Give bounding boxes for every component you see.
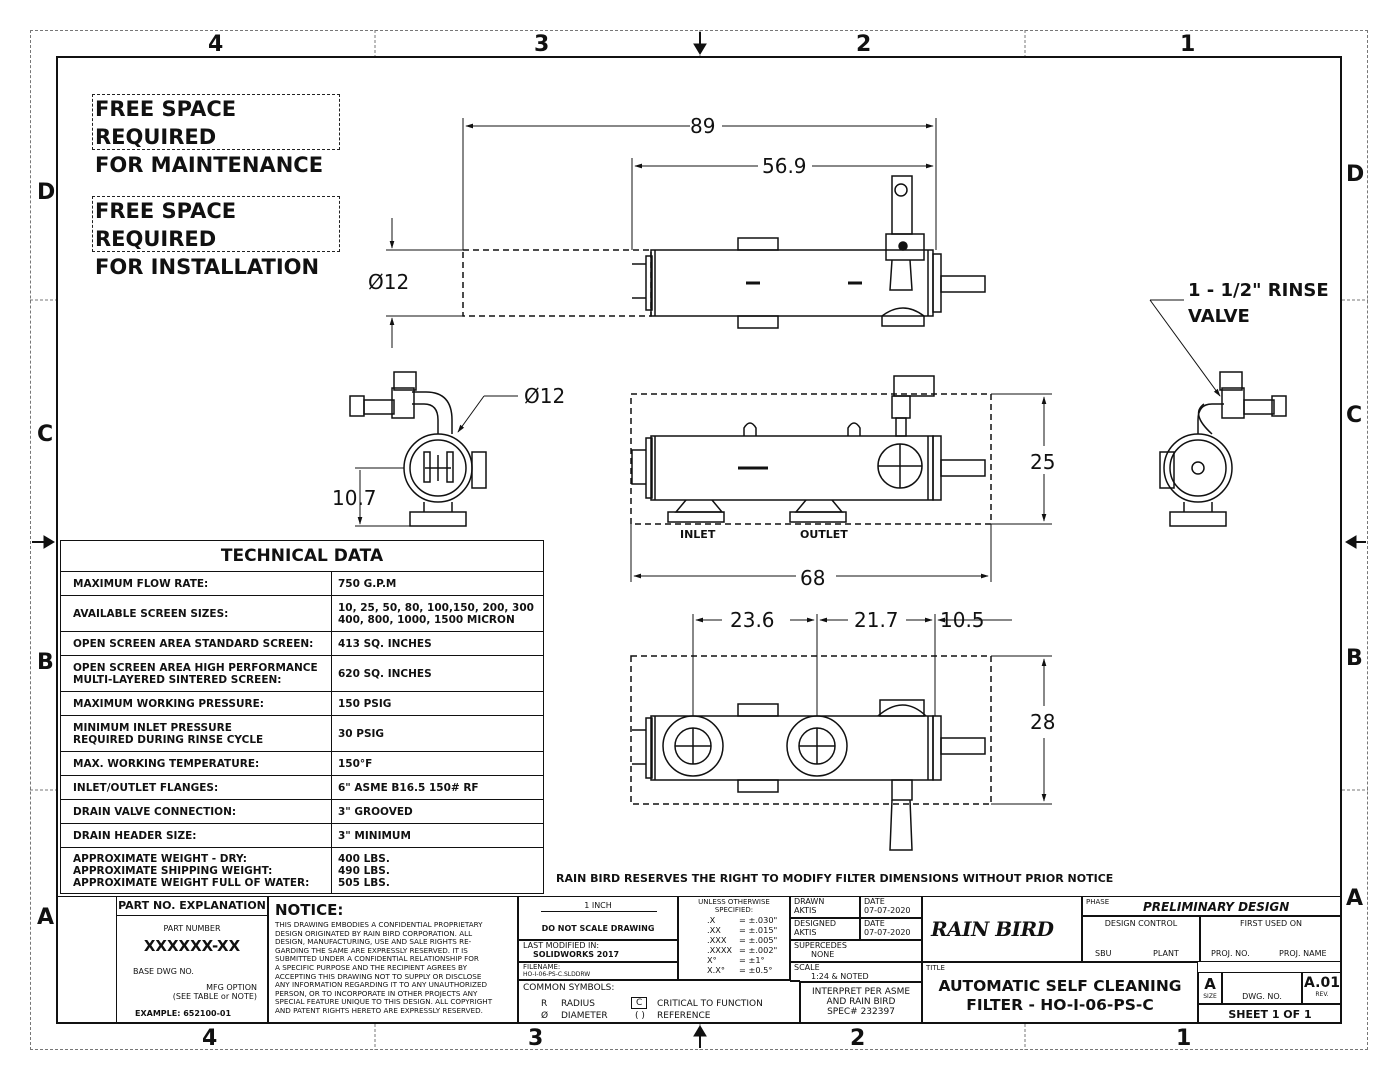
supercedes-box: SUPERCEDES NONE	[790, 940, 922, 962]
dim-bottom-end-offset: 10.5	[940, 608, 985, 632]
table-row: MAXIMUM FLOW RATE: 750 G.P.M	[60, 571, 544, 596]
phase-value: PRELIMINARY DESIGN	[1143, 900, 1290, 914]
dim-top-body: 56.9	[762, 154, 807, 178]
scale-info: SCALE 1:24 & NOTED	[790, 962, 922, 982]
zone-bottom-2: 2	[850, 1026, 866, 1051]
inlet-label: INLET	[680, 528, 716, 541]
confidential-notice: NOTICE: THIS DRAWING EMBODIES A CONFIDEN…	[268, 896, 518, 1024]
drawn-by: DRAWN AKTIS	[790, 896, 860, 918]
front-view	[630, 375, 1052, 582]
scale-box: 1 INCH DO NOT SCALE DRAWING	[518, 896, 678, 940]
maintenance-space-note: FREE SPACE REQUIRED FOR MAINTENANCE	[92, 94, 340, 177]
zone-left-a: A	[37, 905, 55, 930]
sheet-box: SHEET 1 OF 1	[1198, 1004, 1342, 1024]
company-logo-box: RAIN BIRD	[922, 896, 1082, 962]
technical-data-title: TECHNICAL DATA	[60, 540, 544, 572]
table-row: MAXIMUM WORKING PRESSURE: 150 PSIG	[60, 691, 544, 716]
dwg-no-box: DWG. NO.	[1222, 972, 1302, 1004]
zone-bottom-1: 1	[1176, 1026, 1192, 1051]
table-row: AVAILABLE SCREEN SIZES: 10, 25, 50, 80, …	[60, 595, 544, 632]
last-modified-box: LAST MODIFIED IN: SOLIDWORKS 2017	[518, 940, 678, 962]
zone-top-4: 4	[208, 32, 224, 57]
zone-left-b: B	[37, 650, 54, 675]
top-view	[386, 118, 986, 348]
first-used-box: FIRST USED ON PROJ. NO. PROJ. NAME	[1200, 916, 1342, 962]
zone-bottom-3: 3	[528, 1026, 544, 1051]
zone-top-2: 2	[856, 32, 872, 57]
revision-box: A.01 REV.	[1302, 972, 1342, 1004]
outlet-label: OUTLET	[800, 528, 848, 541]
rain-bird-logo: RAIN BIRD	[931, 917, 1054, 941]
part-number: XXXXXX-XX	[143, 937, 241, 955]
technical-data-table: TECHNICAL DATA MAXIMUM FLOW RATE: 750 G.…	[60, 540, 544, 894]
dim-front-length: 68	[800, 566, 826, 590]
zone-left-c: C	[37, 422, 54, 447]
dim-bottom-inlet-offset: 23.6	[730, 608, 775, 632]
designed-by: DESIGNED AKTIS	[790, 918, 860, 940]
table-row: DRAIN HEADER SIZE: 3" MINIMUM	[60, 823, 544, 848]
right-side-view	[1149, 299, 1287, 527]
table-row: DRAIN VALVE CONNECTION: 3" GROOVED	[60, 799, 544, 824]
dim-side-height: 10.7	[332, 486, 377, 510]
phase-box: PHASE PRELIMINARY DESIGN	[1082, 896, 1342, 916]
drawn-date: DATE 07-07-2020	[860, 896, 922, 918]
designed-date: DATE 07-07-2020	[860, 918, 922, 940]
size-box: A SIZE	[1198, 972, 1222, 1004]
zone-bottom-4: 4	[202, 1026, 218, 1051]
dim-top-diameter: Ø12	[368, 270, 410, 294]
table-row: MAX. WORKING TEMPERATURE: 150°F	[60, 751, 544, 776]
table-row: OPEN SCREEN AREA STANDARD SCREEN: 413 SQ…	[60, 631, 544, 656]
revision-value: A.01	[1304, 975, 1340, 991]
zone-top-1: 1	[1180, 32, 1196, 57]
table-row: INLET/OUTLET FLANGES: 6" ASME B16.5 150#…	[60, 775, 544, 800]
rinse-valve-callout: 1 - 1/2" RINSE VALVE	[1188, 280, 1329, 327]
left-side-view	[349, 371, 518, 527]
outer-border	[30, 30, 1368, 1050]
dim-bottom-depth: 28	[1030, 710, 1056, 734]
part-no-explanation: PART NO. EXPLANATION PART NUMBER XXXXXX-…	[116, 896, 268, 1024]
common-symbols-box: COMMON SYMBOLS: R RADIUS Ø DIAMETER C CR…	[518, 980, 800, 1024]
zone-right-b: B	[1346, 646, 1363, 671]
zone-right-c: C	[1346, 403, 1363, 428]
zone-left-d: D	[37, 180, 56, 205]
dim-bottom-port-spacing: 21.7	[854, 608, 899, 632]
zone-right-a: A	[1346, 886, 1364, 911]
design-control-box: DESIGN CONTROL SBU PLANT	[1082, 916, 1200, 962]
installation-space-note: FREE SPACE REQUIRED FOR INSTALLATION	[92, 196, 340, 279]
zone-top-3: 3	[534, 32, 550, 57]
filename-box: FILENAME: HO-I-06-PS-C.SLDDRW	[518, 962, 678, 980]
dim-front-height: 25	[1030, 450, 1056, 474]
zone-right-d: D	[1346, 162, 1365, 187]
drawing-title: AUTOMATIC SELF CLEANING FILTER - HO-I-06…	[938, 977, 1182, 1014]
interpret-spec: INTERPRET PER ASME AND RAIN BIRD SPEC# 2…	[800, 982, 922, 1024]
table-row: APPROXIMATE WEIGHT - DRY:APPROXIMATE SHI…	[60, 847, 544, 894]
bottom-view	[630, 614, 1052, 851]
drawing-title-box: TITLE AUTOMATIC SELF CLEANING FILTER - H…	[922, 962, 1198, 1024]
dim-side-diameter: Ø12	[524, 384, 566, 408]
modification-disclaimer: RAIN BIRD RESERVES THE RIGHT TO MODIFY F…	[556, 872, 1114, 885]
dim-top-total: 89	[690, 114, 716, 138]
